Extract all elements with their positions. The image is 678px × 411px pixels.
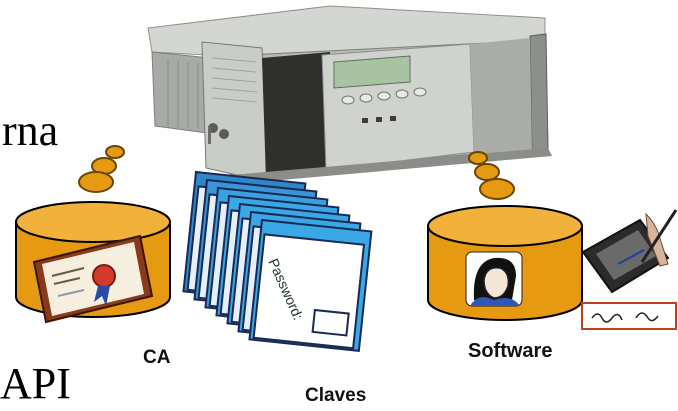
text-fragment-api: API	[0, 359, 71, 408]
label-ca: CA	[143, 347, 171, 368]
label-claves: Claves	[305, 385, 367, 406]
label-software: Software	[468, 340, 553, 362]
text-fragment-rna: rna	[2, 106, 59, 155]
